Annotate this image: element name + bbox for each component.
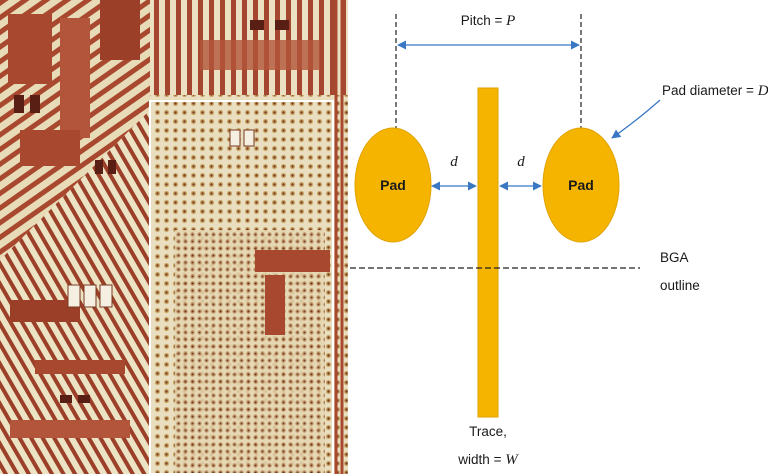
pad-right-label: Pad bbox=[568, 177, 594, 193]
bga-outline-label-1: BGA bbox=[660, 250, 689, 265]
trace-label-1: Trace, bbox=[469, 424, 507, 439]
pad-left-label: Pad bbox=[380, 177, 406, 193]
pad-right bbox=[542, 127, 620, 243]
clearance-label-right: d bbox=[517, 154, 525, 170]
clearance-label-left: d bbox=[450, 154, 458, 170]
trace-label-2: width = W bbox=[457, 452, 519, 468]
pad-diameter-label: Pad diameter = D bbox=[662, 83, 768, 99]
pad-left bbox=[354, 127, 432, 243]
pad-diameter-leader bbox=[611, 99, 661, 139]
bga-outline-label-2: outline bbox=[660, 278, 700, 293]
pcb-bga-photo bbox=[0, 0, 348, 474]
trace bbox=[477, 87, 499, 418]
pitch-label: Pitch = P bbox=[461, 13, 516, 29]
